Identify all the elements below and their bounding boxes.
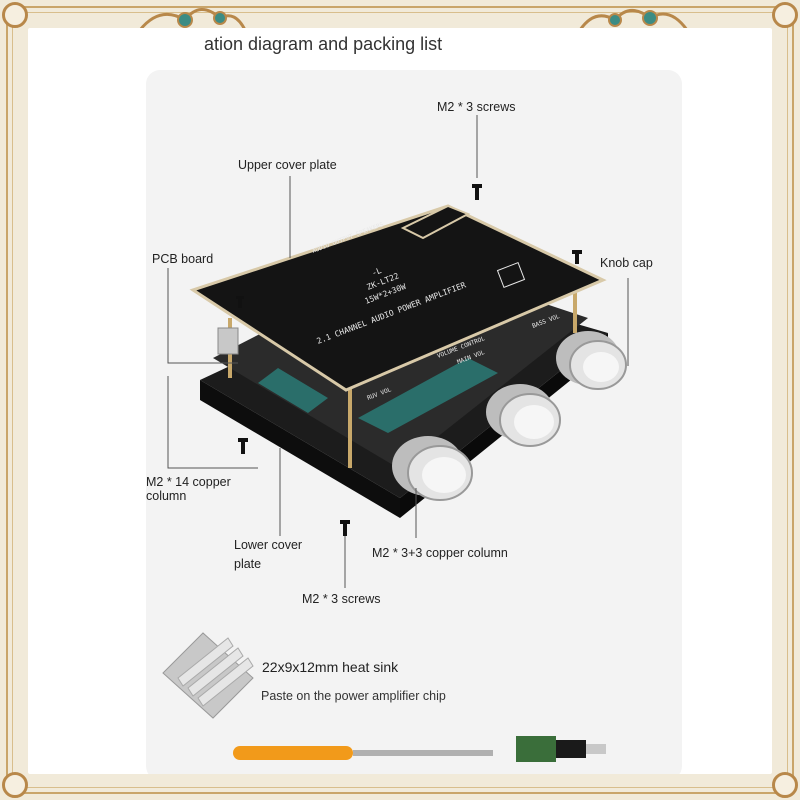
usb-port xyxy=(217,327,239,355)
frame-gold-border xyxy=(6,6,794,794)
label-knob-cap: Knob cap xyxy=(600,256,653,270)
screwdriver-icon xyxy=(233,746,493,760)
corner-ornament-top-left-icon xyxy=(2,2,28,28)
heat-sink-description: Paste on the power amplifier chip xyxy=(261,689,446,703)
heat-sink-icon xyxy=(162,632,254,719)
dc-connector-icon xyxy=(516,736,606,762)
amplifier-diagram: -L ZK-LT22 15W*2+30W 2.1 CHANNEL AUDIO P… xyxy=(162,115,629,762)
label-upper-cover-plate: Upper cover plate xyxy=(238,158,337,172)
label-m2-3-screws-top: M2 * 3 screws xyxy=(437,100,516,114)
label-lower-cover-2: plate xyxy=(234,557,262,571)
cloud-ornament-right-icon xyxy=(578,9,689,31)
board-print-brand: -L xyxy=(370,266,382,278)
heat-sink-title: 22x9x12mm heat sink xyxy=(262,659,399,675)
corner-ornament-bottom-left-icon xyxy=(2,772,28,798)
page-title: ation diagram and packing list xyxy=(204,34,443,54)
label-lower-cover-1: Lower cover xyxy=(234,538,303,552)
label-m2-14-copper-1: M2 * 14 copper xyxy=(146,475,231,489)
cloud-ornament-left-icon xyxy=(138,8,247,31)
label-m2-3-3-copper: M2 * 3+3 copper column xyxy=(372,546,508,560)
product-image-canvas: ation diagram and packing list -L ZK-LT2… xyxy=(28,28,772,774)
label-m2-14-copper-2: column xyxy=(146,489,187,503)
frame-inner-border xyxy=(12,12,788,788)
upper-cover-plate xyxy=(189,204,607,392)
label-pcb-board: PCB board xyxy=(152,252,214,266)
screws xyxy=(236,184,582,536)
corner-ornament-top-right-icon xyxy=(772,2,798,28)
corner-ornament-bottom-right-icon xyxy=(772,772,798,798)
label-m2-3-screws-bottom: M2 * 3 screws xyxy=(302,592,381,606)
knob-caps xyxy=(392,331,627,501)
